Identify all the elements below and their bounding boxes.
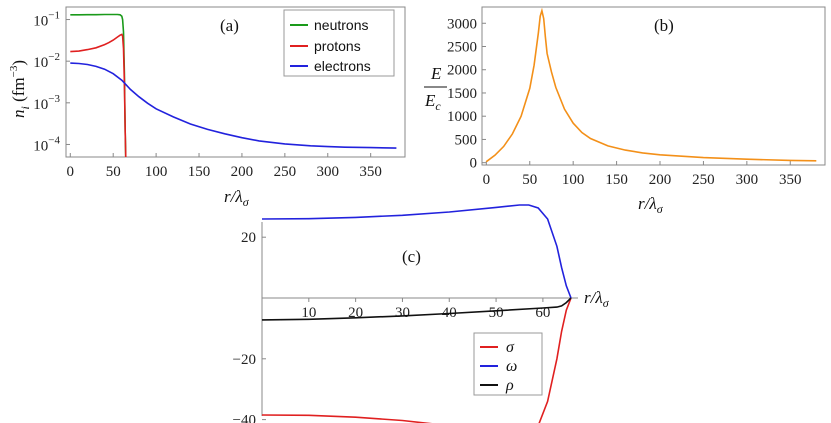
panel-a-x-tick-label: 350 bbox=[359, 164, 382, 180]
panel-b-x-tick-label: 300 bbox=[736, 172, 759, 188]
panel-b-frame bbox=[481, 6, 826, 166]
panel-b-x-tick-label: 250 bbox=[692, 172, 715, 188]
legend-label-neutrons: neutrons bbox=[314, 17, 368, 33]
panel-c-series bbox=[261, 204, 572, 423]
panel-c-legend: σ ω ρ bbox=[473, 332, 543, 396]
panel-c-x-axis-label: r/λσ bbox=[584, 288, 610, 310]
legend-label-sigma: σ bbox=[506, 339, 515, 356]
panel-b-y-axis-label: E Ec bbox=[424, 64, 447, 113]
panel-a-frame bbox=[65, 6, 406, 158]
panel-a-y-tick-label: 10−2 bbox=[33, 51, 60, 71]
panel-b-series bbox=[485, 7, 817, 163]
panel-c-x-tick-label: 50 bbox=[489, 305, 504, 321]
panel-a-y-tick-label: 10−3 bbox=[33, 93, 60, 113]
panel-b-energy-ratio: 0 50 100 150 200 250 300 350 0 500 1000 1500 2000 25… bbox=[424, 6, 826, 216]
series-line-neutrons bbox=[70, 13, 127, 157]
panel-c-tag: (c) bbox=[402, 247, 421, 266]
panel-b-x-tick-label: 50 bbox=[522, 172, 537, 188]
panel-a-legend: neutrons protons electrons bbox=[283, 9, 395, 77]
legend-label-omega: ω bbox=[506, 358, 517, 375]
panel-b-y-tick-label: 0 bbox=[470, 156, 478, 172]
panel-b-y-tick-label: 3000 bbox=[447, 16, 477, 32]
panel-c-x-tick-label: 30 bbox=[395, 305, 410, 321]
panel-a-x-tick-label: 0 bbox=[67, 164, 75, 180]
panel-b-tag: (b) bbox=[654, 16, 674, 35]
panel-a-x-ticks: 0 50 100 150 200 250 300 350 bbox=[67, 153, 382, 180]
panel-b-y-tick-label: 500 bbox=[455, 132, 478, 148]
panel-a-x-tick-label: 150 bbox=[188, 164, 211, 180]
panel-b-x-axis-label: r/λσ bbox=[638, 194, 664, 216]
legend-label-electrons: electrons bbox=[314, 58, 371, 74]
panel-a-x-tick-label: 50 bbox=[106, 164, 121, 180]
series-line-energy-ratio bbox=[485, 7, 817, 163]
legend-label-protons: protons bbox=[314, 38, 361, 54]
panel-b-y-tick-label: 1000 bbox=[447, 109, 477, 125]
panel-b-y-tick-label: 2000 bbox=[447, 63, 477, 79]
panel-c-y-tick-label: −20 bbox=[233, 352, 256, 368]
panel-b-x-tick-label: 200 bbox=[649, 172, 672, 188]
panel-c-legend-box bbox=[473, 332, 543, 396]
panel-c-y-tick-label: −40 bbox=[233, 413, 256, 423]
panel-b-y-label-numerator: E bbox=[430, 64, 442, 83]
series-line-rho bbox=[261, 297, 572, 321]
panel-c-y-tick-label: 20 bbox=[241, 230, 256, 246]
panel-b-x-ticks: 0 50 100 150 200 250 300 350 bbox=[483, 161, 802, 188]
panel-a-x-axis-label: r/λσ bbox=[224, 187, 250, 209]
panel-a-y-ticks: 10−1 10−2 10−3 10−4 bbox=[33, 10, 70, 154]
panel-b-x-tick-label: 150 bbox=[605, 172, 628, 188]
panel-a-tag: (a) bbox=[220, 16, 239, 35]
panel-a-series bbox=[70, 13, 397, 157]
panel-b-y-tick-label: 2500 bbox=[447, 40, 477, 56]
panel-b-y-tick-label: 1500 bbox=[447, 86, 477, 102]
panel-a-neutron-proton-electron-densities: 0 50 100 150 200 250 300 350 10−1 10−2 10−3 10−4 (… bbox=[8, 6, 406, 209]
panel-a-x-tick-label: 100 bbox=[145, 164, 168, 180]
series-line-electrons bbox=[70, 62, 397, 149]
series-line-protons bbox=[70, 33, 127, 157]
panel-a-x-tick-label: 300 bbox=[317, 164, 340, 180]
panel-b-x-tick-label: 350 bbox=[779, 172, 802, 188]
panel-c-y-ticks: 20 −20 −40 bbox=[233, 230, 266, 423]
series-line-omega bbox=[261, 204, 572, 299]
panel-a-x-tick-label: 250 bbox=[274, 164, 297, 180]
panel-b-y-label-denominator: Ec bbox=[424, 91, 441, 113]
series-line-sigma bbox=[261, 297, 572, 423]
panel-b-x-tick-label: 100 bbox=[562, 172, 585, 188]
panel-b-x-tick-label: 0 bbox=[483, 172, 491, 188]
legend-label-rho: ρ bbox=[505, 377, 514, 394]
panel-a-x-tick-label: 200 bbox=[231, 164, 254, 180]
panel-c-x-tick-label: 10 bbox=[301, 305, 316, 321]
panel-b-y-ticks: 0 500 1000 1500 2000 2500 3000 bbox=[447, 16, 486, 172]
panel-a-y-tick-label: 10−1 bbox=[33, 10, 60, 30]
panel-a-y-tick-label: 10−4 bbox=[33, 134, 60, 154]
panel-a-y-axis-label: ni (fm−3) bbox=[8, 60, 32, 118]
